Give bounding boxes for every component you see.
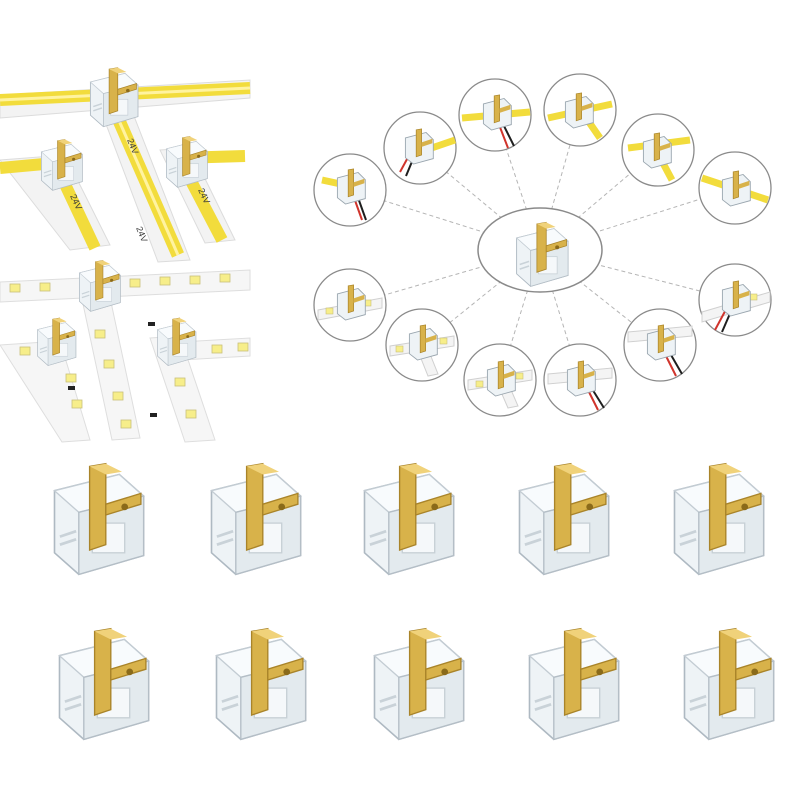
usage-bubble: [543, 73, 617, 147]
cob-strip-scene: 24V 24V 24V 24V: [0, 66, 251, 263]
connector-icon: [673, 462, 765, 576]
connector-icon: [58, 627, 150, 741]
connector-icon: [40, 138, 83, 191]
usage-bubble: [463, 343, 537, 417]
usage-bubble: [623, 308, 697, 382]
usage-bubble: [458, 78, 532, 152]
connector-icon: [157, 317, 197, 367]
usage-bubble: [543, 343, 617, 417]
usage-bubble: [383, 111, 457, 185]
connector-icon: [518, 462, 610, 576]
connector-icon: [528, 627, 620, 741]
usage-diagram: [313, 73, 772, 417]
connector-icon: [373, 627, 465, 741]
usage-bubble: [313, 268, 387, 342]
usage-bubble: [698, 151, 772, 225]
connector-icon: [165, 135, 208, 188]
connector-icon: [89, 66, 139, 128]
connector-icon: [78, 259, 121, 312]
smd-strip-scene: [0, 259, 251, 443]
usage-bubble: [313, 153, 387, 227]
connector-icon: [53, 462, 145, 576]
usage-bubble: [385, 308, 459, 382]
usage-bubble: [621, 113, 695, 187]
connector-icon: [210, 462, 302, 576]
connector-pack: [53, 462, 775, 741]
center-connector-closeup: [477, 207, 603, 293]
connector-icon: [683, 627, 775, 741]
usage-bubble: [698, 263, 772, 337]
connector-icon: [215, 627, 307, 741]
connector-icon: [363, 462, 455, 576]
connector-icon: [37, 317, 77, 367]
